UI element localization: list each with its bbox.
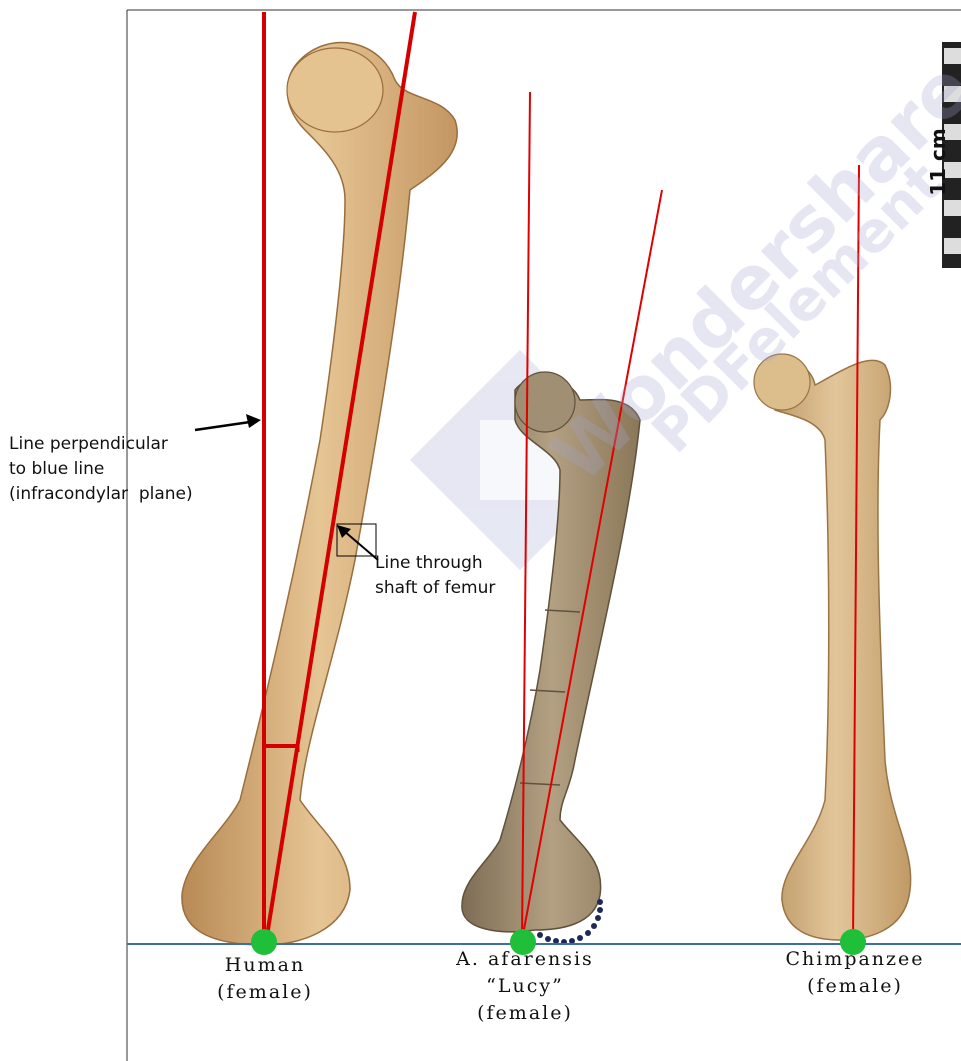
scale-bar-label: 11 cm (926, 128, 950, 196)
caption-lucy: A. afarensis “Lucy” (female) (425, 946, 625, 1027)
caption-chimp: Chimpanzee (female) (765, 946, 945, 1000)
perpendicular-arrow (195, 414, 261, 430)
human-femur (182, 43, 457, 945)
shaft-line-label: Line through shaft of femur (375, 551, 495, 601)
caption-human: Human (female) (200, 952, 330, 1006)
perpendicular-line-label: Line perpendicular to blue line (infraco… (9, 432, 193, 507)
chimp-femur (754, 354, 911, 940)
lucy-shaft-line (522, 190, 662, 940)
